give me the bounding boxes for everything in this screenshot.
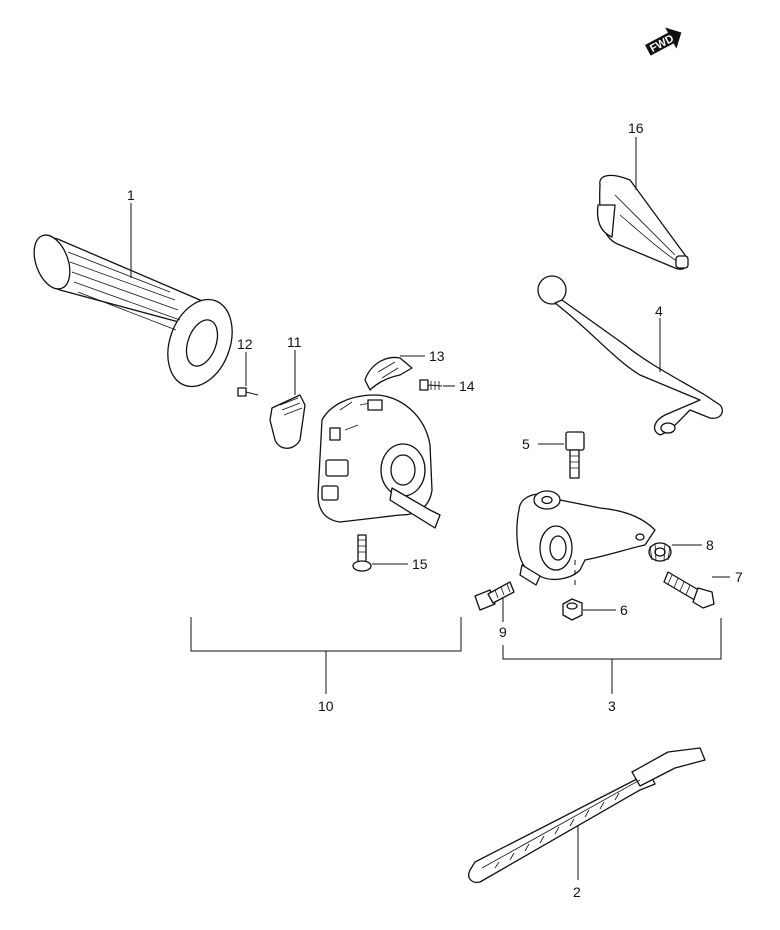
- group-bracket-3: [502, 618, 722, 660]
- nut-6: [562, 598, 583, 621]
- callout-6: 6: [620, 602, 628, 618]
- callout-5: 5: [522, 436, 530, 452]
- cable-tie: [468, 747, 706, 884]
- callout-16: 16: [628, 120, 644, 136]
- screw-14: [419, 379, 443, 391]
- callout-14: 14: [459, 378, 475, 394]
- callout-9: 9: [499, 624, 507, 640]
- callout-1: 1: [127, 187, 135, 203]
- switch-knob: [269, 394, 306, 449]
- bolt-9: [474, 581, 515, 611]
- lever-boot: [596, 174, 689, 270]
- callout-15: 15: [412, 556, 428, 572]
- callout-11: 11: [287, 334, 302, 350]
- callout-3: 3: [608, 698, 616, 714]
- group-bracket-10: [190, 617, 462, 652]
- clutch-lever: [537, 275, 724, 436]
- callout-7: 7: [735, 569, 743, 585]
- handlebar-grip: [33, 234, 233, 388]
- screw-12: [237, 387, 259, 397]
- callout-4: 4: [655, 303, 663, 319]
- pivot-bolt: [565, 431, 585, 479]
- bolt-7: [663, 571, 715, 609]
- switch-cover: [364, 356, 413, 391]
- callout-10: 10: [318, 698, 334, 714]
- callout-8: 8: [706, 537, 714, 553]
- handlebar-switch-assembly: [317, 394, 441, 529]
- lock-nut: [648, 542, 672, 562]
- callout-13: 13: [429, 348, 445, 364]
- lever-bracket: [516, 490, 656, 586]
- callout-2: 2: [573, 884, 581, 900]
- callout-12: 12: [237, 336, 253, 352]
- fwd-label: FWD: [648, 33, 676, 55]
- fwd-direction-badge: FWD: [645, 27, 682, 56]
- screw-15: [352, 534, 372, 572]
